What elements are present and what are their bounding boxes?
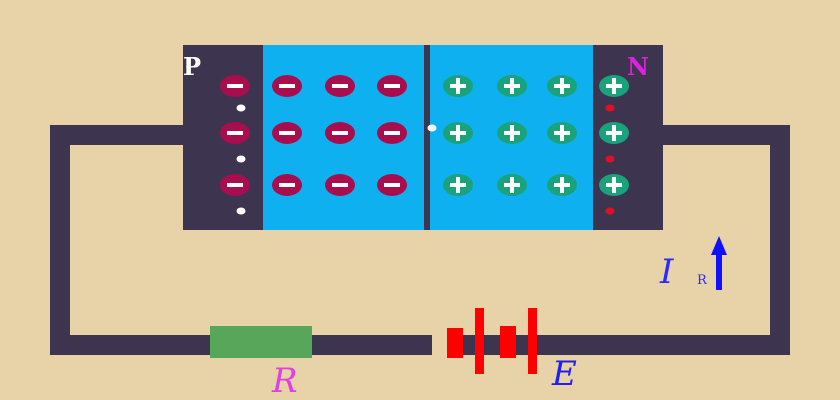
positive-ion (599, 174, 629, 196)
negative-ion (377, 174, 407, 196)
negative-ion (325, 75, 355, 97)
circuit-wire (50, 125, 790, 355)
positive-ion (599, 122, 629, 144)
positive-ion (599, 75, 629, 97)
negative-ion (272, 75, 302, 97)
positive-ion (547, 75, 577, 97)
current-subscript: R (697, 273, 708, 288)
pn-junction (183, 45, 663, 230)
negative-ion (325, 174, 355, 196)
hole-carrier-dot (427, 124, 437, 132)
negative-ion (220, 122, 250, 144)
negative-ion (220, 75, 250, 97)
negative-ion (325, 122, 355, 144)
resistor: R (210, 326, 312, 400)
positive-ion (497, 122, 527, 144)
electron-carrier-dot (605, 207, 615, 215)
carriers (236, 104, 615, 215)
current-symbol: I (659, 252, 674, 292)
electron-carrier-dot (605, 104, 615, 112)
battery: E (432, 308, 577, 394)
negative-ion (377, 75, 407, 97)
positive-ion (497, 174, 527, 196)
ions (220, 75, 629, 196)
resistor-body (210, 326, 312, 358)
negative-ion (272, 174, 302, 196)
reverse-current-indicator: I R (659, 236, 727, 292)
positive-ion (547, 122, 577, 144)
arrow-up-icon (711, 236, 727, 290)
negative-ion (220, 174, 250, 196)
negative-ion (377, 122, 407, 144)
positive-ion (547, 174, 577, 196)
p-region-label: P (183, 52, 201, 81)
negative-ion (272, 122, 302, 144)
positive-ion (497, 75, 527, 97)
junction-line (424, 45, 430, 230)
positive-ion (443, 174, 473, 196)
hole-carrier-dot (236, 155, 246, 163)
positive-ion (443, 75, 473, 97)
hole-carrier-dot (236, 104, 246, 112)
positive-ion (443, 122, 473, 144)
hole-carrier-dot (236, 207, 246, 215)
n-region-label: N (627, 52, 649, 81)
electron-carrier-dot (605, 155, 615, 163)
resistor-label: R (271, 361, 298, 400)
battery-label: E (551, 354, 577, 394)
